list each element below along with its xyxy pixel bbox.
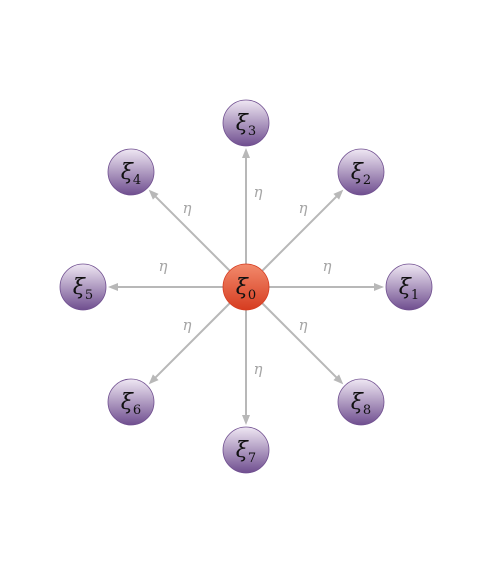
node-xi-4: ξ4 (107, 148, 155, 196)
node-xi-2-symbol: ξ (351, 160, 365, 185)
node-xi-6-symbol: ξ (121, 390, 135, 415)
node-xi-2: ξ2 (337, 148, 385, 196)
arrow-head-1 (374, 283, 384, 291)
edge-labels-group: η η η η η η η η (159, 183, 332, 378)
node-xi-8-subscript: 8 (363, 403, 371, 418)
node-xi-3-label: ξ3 (236, 111, 256, 139)
edge-label-4: η (183, 199, 192, 217)
node-xi-1-subscript: 1 (411, 288, 419, 303)
edge-label-8: η (299, 316, 308, 334)
center-node-circle (222, 263, 270, 311)
node-xi-1-label: ξ1 (399, 275, 419, 303)
node-xi-7-circle (222, 426, 270, 474)
edge-label-6: η (183, 316, 192, 334)
arrow-head-5 (108, 283, 118, 291)
arrow-head-7 (242, 415, 250, 425)
node-xi-3: ξ3 (222, 99, 270, 147)
node-xi-2-circle (337, 148, 385, 196)
edge-4 (154, 195, 231, 272)
node-xi-4-symbol: ξ (121, 160, 135, 185)
edge-8 (261, 302, 338, 379)
node-xi-1-circle (385, 263, 433, 311)
node-xi-6: ξ6 (107, 378, 155, 426)
arrow-head-3 (242, 148, 250, 158)
arrow-head-8 (333, 374, 344, 385)
node-xi-4-subscript: 4 (133, 173, 141, 188)
arrow-head-6 (148, 374, 159, 385)
node-xi-5-label: ξ5 (73, 275, 93, 303)
edge-label-2: η (299, 199, 308, 217)
node-xi-7-subscript: 7 (248, 451, 256, 466)
edge-label-1: η (323, 257, 332, 275)
node-xi-8-symbol: ξ (351, 390, 365, 415)
node-xi-5-symbol: ξ (73, 275, 87, 300)
node-xi-7: ξ7 (222, 426, 270, 474)
edge-label-3: η (254, 183, 263, 201)
center-node-subscript: 0 (248, 288, 256, 303)
arrow-head-2 (333, 189, 344, 200)
edge-label-5: η (159, 257, 168, 275)
node-xi-5-circle (59, 263, 107, 311)
node-xi-6-circle (107, 378, 155, 426)
edge-6 (154, 302, 231, 379)
node-xi-2-subscript: 2 (363, 173, 371, 188)
node-xi-8-label: ξ8 (351, 390, 371, 418)
center-node-symbol: ξ (236, 275, 250, 300)
node-xi-4-circle (107, 148, 155, 196)
arrow-head-4 (148, 189, 159, 200)
node-xi-3-symbol: ξ (236, 111, 250, 136)
node-xi-7-symbol: ξ (236, 438, 250, 463)
node-xi-6-subscript: 6 (133, 403, 141, 418)
edge-2 (261, 195, 338, 272)
edges-group (108, 148, 384, 425)
node-xi-5-subscript: 5 (85, 288, 93, 303)
node-xi-8-circle (337, 378, 385, 426)
node-xi-3-circle (222, 99, 270, 147)
center-node-label: ξ0 (236, 275, 256, 303)
node-xi-6-label: ξ6 (121, 390, 141, 418)
node-xi-1-symbol: ξ (399, 275, 413, 300)
node-xi-8: ξ8 (337, 378, 385, 426)
node-xi-2-label: ξ2 (351, 160, 371, 188)
edge-label-7: η (254, 360, 263, 378)
node-xi-3-subscript: 3 (248, 124, 256, 139)
node-xi-1: ξ1 (385, 263, 433, 311)
node-xi-7-label: ξ7 (236, 438, 256, 466)
node-xi-0: ξ0 (222, 263, 270, 311)
node-xi-4-label: ξ4 (121, 160, 141, 188)
node-xi-5: ξ5 (59, 263, 107, 311)
